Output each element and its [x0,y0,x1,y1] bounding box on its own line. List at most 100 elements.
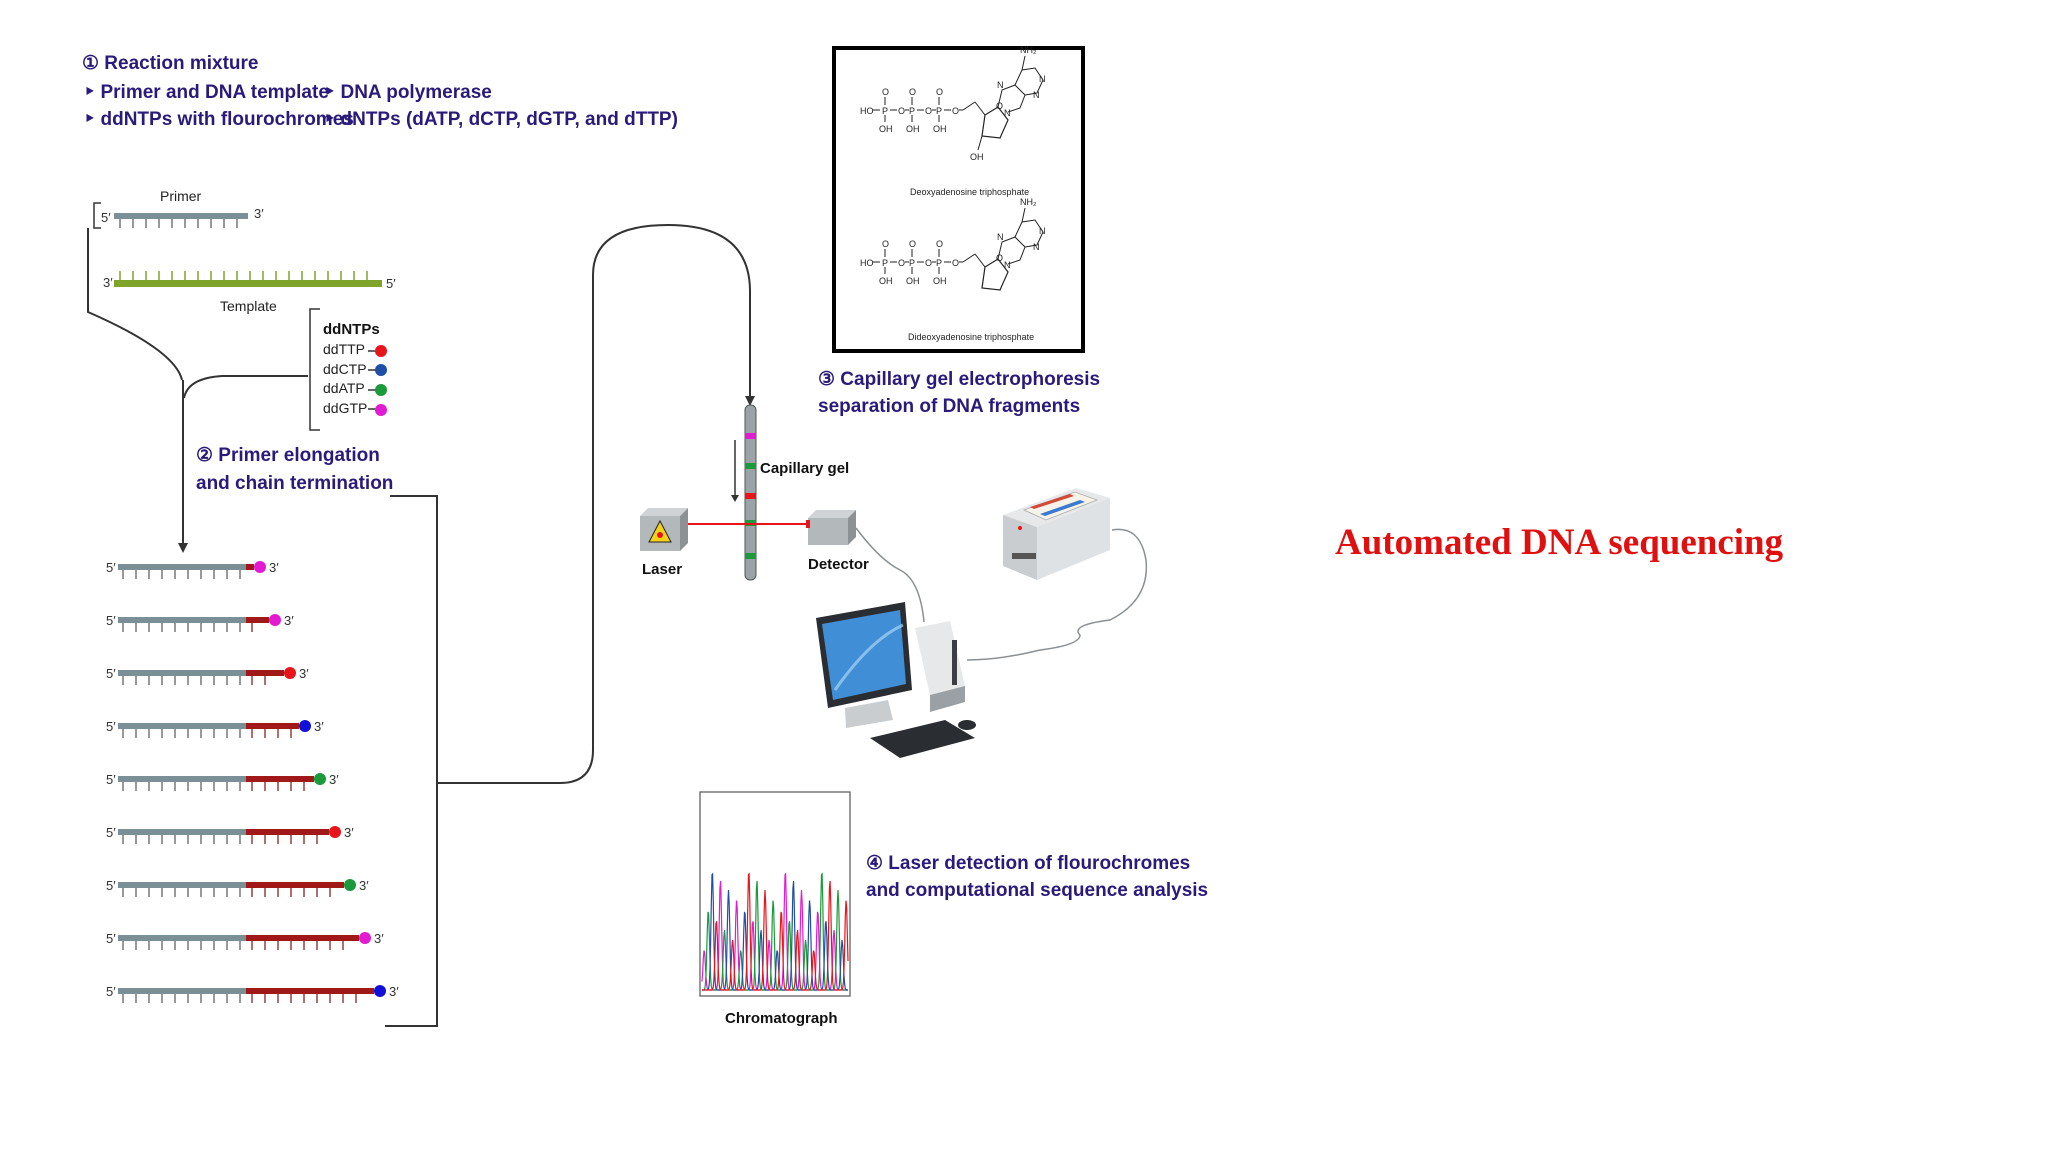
svg-text:OH: OH [906,124,920,134]
chromatograph: Chromatograph [699,791,851,1027]
fragment-5-end: 5′ [106,931,116,946]
fragment-5-end: 5′ [106,825,116,840]
fragment-5: 5′ 3′ [106,772,339,791]
fragment-1: 5′3′ [106,560,279,579]
svg-text:N: N [1033,242,1040,252]
fragment-5-end: 5′ [106,878,116,893]
svg-text:P: P [936,106,942,116]
fragment-3-end: 3′ [299,666,309,681]
fragment-3-end: 3′ [284,613,294,628]
detector-unit: Detector [806,510,869,573]
svg-text:O: O [936,239,943,249]
svg-text:N: N [997,80,1004,90]
capillary-gel-setup: Capillary gel Laser Detector [640,404,869,581]
fragment-3-end: 3′ [314,719,324,734]
fragment-3-end: 3′ [329,772,339,787]
primer-strand: Primer 5′ 3′ [93,188,264,229]
step3-line2: separation of DNA fragments [818,396,1080,417]
svg-text:O: O [898,106,905,116]
ddntps-bracket [309,308,320,431]
structures-frame [832,46,1085,353]
reaction-item-dna-polymerase: ‣ DNA polymerase [324,82,492,103]
ddatp-marker [375,384,387,396]
svg-text:N: N [1004,108,1011,118]
fragment-terminator [374,985,386,997]
template-bases [119,271,368,280]
ddntp-ddatp: ddATP [323,380,387,396]
template-5-end: 5′ [386,276,396,291]
svg-text:OH: OH [933,124,947,134]
fragment-terminator [284,667,296,679]
cables [855,527,1148,661]
fragment-terminator [314,773,326,785]
reaction-item-ddntps: ‣ ddNTPs with flourochromes [84,109,354,130]
svg-text:O: O [925,106,932,116]
primer-bracket [93,202,101,229]
fragment-3-end: 3′ [344,825,354,840]
ddntps-heading: ddNTPs [323,321,380,338]
chromatogram-traces [701,872,849,991]
svg-text:O: O [936,87,943,97]
primer-3-end: 3′ [254,206,264,221]
svg-text:O: O [952,258,959,268]
mouse-icon [958,720,976,730]
template-3-end: 3′ [103,275,113,290]
fragment-8: 5′3′ [106,931,384,950]
chromatogram-trace [702,872,849,991]
keyboard-icon [870,720,975,758]
template-backbone [114,280,382,287]
fragment-9: 5′ 3′ [106,984,399,1003]
svg-text:N: N [997,232,1004,242]
fragment-terminator [344,879,356,891]
fragment-5-end: 5′ [106,560,116,575]
svg-text:OH: OH [933,276,947,286]
svg-text:O: O [909,87,916,97]
svg-text:OH: OH [906,276,920,286]
ddttp-label: ddTTP [323,341,365,357]
detector-label: Detector [808,556,869,573]
ddntp-ddttp: ddTTP [323,341,387,357]
ddttp-marker [375,345,387,357]
svg-text:N: N [1004,260,1011,270]
ddgtp-marker [375,404,387,416]
fragments-to-capillary-path [385,223,755,1027]
fragment-terminator [254,561,266,573]
primer-label: Primer [160,188,202,204]
svg-text:P: P [909,258,915,268]
primer-backbone [114,213,248,219]
fragment-6: 5′ 3′ [106,825,354,844]
reaction-mixture: ① Reaction mixture ‣ Primer and DNA temp… [82,53,678,130]
ddctp-marker [375,364,387,376]
svg-text:N: N [1039,226,1046,236]
fragment-3-end: 3′ [359,878,369,893]
fragment-terminator [329,826,341,838]
fragment-5-end: 5′ [106,772,116,787]
svg-text:OH: OH [879,124,893,134]
fragment-5-end: 5′ [106,984,116,999]
template-label: Template [220,298,277,314]
svg-text:NH₂: NH₂ [1020,197,1037,207]
capillary-gel-label: Capillary gel [760,460,849,477]
fragment-3-end: 3′ [389,984,399,999]
svg-text:NH₂: NH₂ [1020,45,1037,55]
laser-unit: Laser [640,508,688,578]
step2-label: ② Primer elongation and chain terminatio… [196,445,393,494]
svg-text:O: O [882,239,889,249]
svg-text:P: P [882,106,888,116]
step2-line1: ② Primer elongation [196,445,380,466]
fragment-3: 5′3′ [106,666,309,685]
mixture-merge-arrows [87,228,308,553]
fragment-terminator [269,614,281,626]
template-strand: 3′ 5′ Template [103,271,396,314]
ddntp-ddctp: ddCTP [323,361,387,377]
svg-text:O: O [882,87,889,97]
ddntps-legend: ddNTPs ddTTP ddCTP ddATP ddGTP [309,308,387,431]
reaction-item-primer-template: ‣ Primer and DNA template [84,82,329,103]
svg-text:O: O [996,101,1003,111]
svg-text:P: P [936,258,942,268]
fragment-5-end: 5′ [106,719,116,734]
chromatograph-label: Chromatograph [725,1010,838,1027]
svg-text:O: O [996,253,1003,263]
